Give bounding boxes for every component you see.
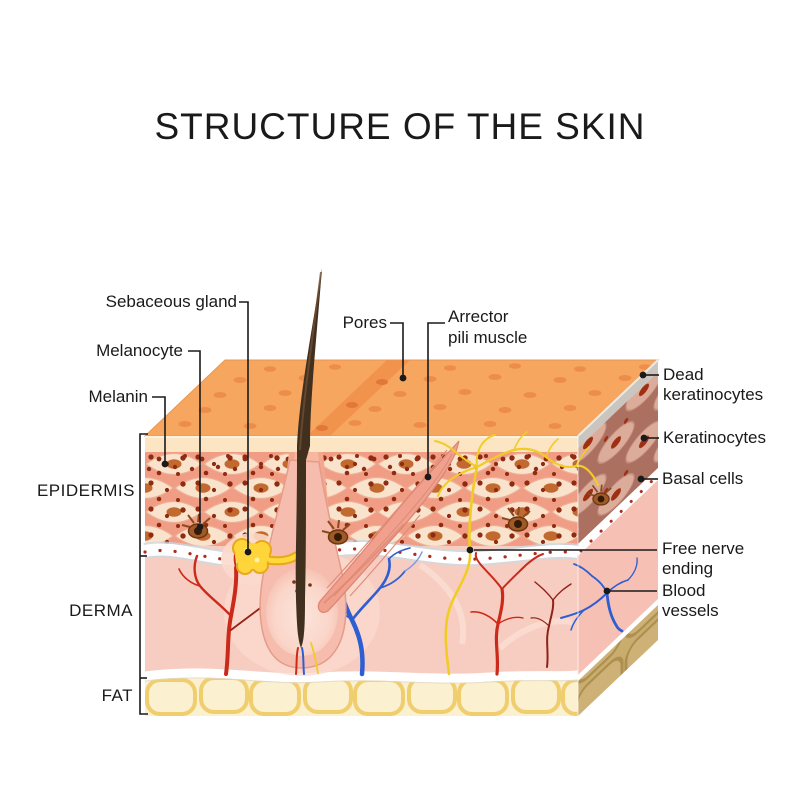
leader-melanin [152,396,166,461]
leader-dots [161,371,648,595]
leader-sebaceous-gland [239,301,249,549]
label-fat: FAT [101,686,133,705]
free-nerve-endings [434,431,600,497]
label-pores: Pores [342,313,387,332]
label-epidermis: EPIDERMIS [36,481,135,500]
artery-tree-small [530,581,572,668]
basal-cells-layer-side [578,468,658,556]
fat-side-face [578,605,658,716]
leader-melanocyte [188,350,201,523]
pores-texture [178,363,651,429]
skin-block-illustration [143,268,660,716]
label-blood-vessels: Blood vessels [662,581,719,620]
leader-pores [390,322,404,375]
label-free-nerve-ending: Free nerve ending [662,539,745,578]
follicle-vessels [295,642,319,675]
arrector-pili-muscle-shape [317,440,460,613]
stratum-corneum-strip [145,436,578,452]
label-dead-keratinocytes: Dead keratinocytes [663,365,764,404]
dermis-side-face [578,480,658,675]
label-melanin: Melanin [88,387,148,406]
basal-membrane-band [143,539,580,569]
label-melanocyte: Melanocyte [96,341,183,360]
sebaceous-gland-shape [232,538,301,575]
label-derma: DERMA [69,601,133,620]
layer-bracket [139,433,148,715]
fat-layer [145,676,578,716]
dermis-fat-boundary [144,668,579,683]
page-title: STRUCTURE OF THE SKIN [154,106,646,147]
leader-arrector-pili [427,322,445,474]
dead-keratinocytes-layer [578,360,658,448]
nerve-fiber [444,465,479,676]
label-keratinocytes: Keratinocytes [663,428,766,447]
surface-ridge-band [307,360,410,436]
label-sebaceous-gland: Sebaceous gland [105,292,237,311]
label-basal-cells: Basal cells [662,469,744,488]
leader-lines [152,301,659,592]
vein-tree-side-face [560,557,638,633]
hair-shaft [295,268,322,648]
artery-tree-right [470,552,544,676]
label-arrector-pili-muscle: Arrector pili muscle [448,307,528,347]
pores-on-ridge [316,379,388,431]
